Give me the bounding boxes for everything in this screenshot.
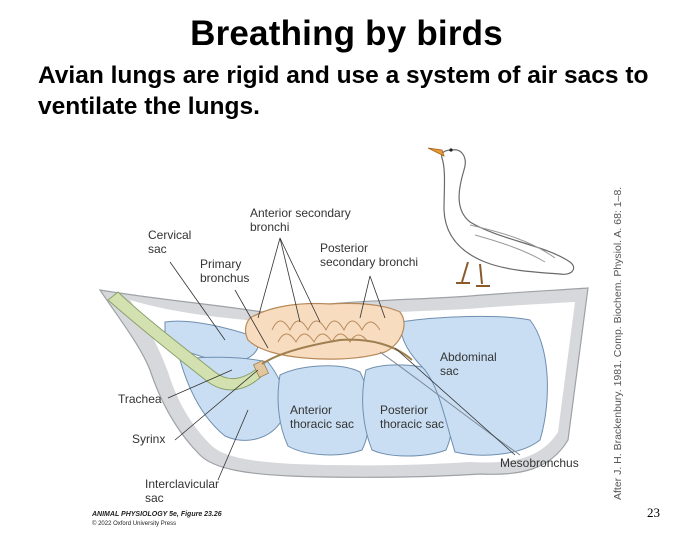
goose-beak	[427, 147, 445, 157]
lung-shape	[244, 302, 405, 360]
figure-credit: After J. H. Brackenbury. 1981. Comp. Bio…	[612, 186, 624, 500]
mesobronchus-shape	[379, 351, 521, 456]
label-syrinx: Syrinx	[132, 432, 165, 446]
label-trachea: Trachea	[118, 392, 162, 406]
label-posterior-thoracic-sac: Posterior thoracic sac	[380, 403, 444, 431]
source-line-1: ANIMAL PHYSIOLOGY 5e, Figure 23.26	[92, 511, 222, 518]
label-interclavicular-sac: Interclavicular sac	[145, 477, 222, 505]
label-anterior-thoracic-sac: Anterior thoracic sac	[290, 403, 354, 431]
goose-legs	[456, 261, 490, 287]
label-anterior-secondary-bronchi: Anterior secondary bronchi	[250, 206, 354, 234]
slide-title: Breathing by birds	[190, 14, 503, 53]
leader-lines	[167, 237, 516, 481]
source-line-2: © 2022 Oxford University Press	[92, 521, 177, 527]
label-posterior-secondary-bronchi: Posterior secondary bronchi	[320, 241, 418, 269]
goose-body	[441, 149, 575, 275]
label-abdominal-sac: Abdominal sac	[440, 350, 500, 378]
primary-bronchus-shape	[261, 338, 413, 365]
goose-eye	[449, 148, 453, 152]
anterior-thoracic-sac-shape	[277, 365, 370, 456]
page-number: 23	[647, 505, 660, 520]
slide-subtitle: Avian lungs are rigid and use a system o…	[38, 62, 649, 120]
label-cervical-sac: Cervical sac	[148, 228, 195, 256]
abdominal-sac-shape	[399, 315, 548, 456]
goose-wing	[469, 224, 556, 263]
goose-illustration	[427, 147, 575, 287]
label-primary-bronchus: Primary bronchus	[200, 257, 249, 285]
label-mesobronchus: Mesobronchus	[500, 456, 579, 470]
